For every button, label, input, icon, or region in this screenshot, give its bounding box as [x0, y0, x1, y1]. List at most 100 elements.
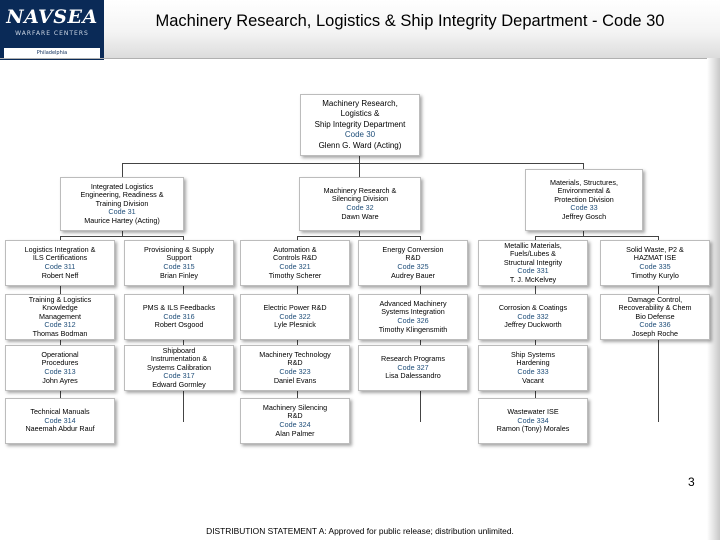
connector-line: [60, 236, 183, 237]
connector-line: [535, 236, 658, 237]
box-title-line: Logistics Integration &: [24, 244, 96, 254]
branch-box: Metallic Materials,Fuels/Lubes &Structur…: [478, 240, 588, 286]
logo-location: Philadelphia: [4, 48, 100, 58]
box-code: Code 326: [397, 316, 429, 325]
box-title-line: HAZMAT ISE: [633, 253, 677, 263]
box-title-line: Training Division: [95, 198, 149, 208]
page-title: Machinery Research, Logistics & Ship Int…: [155, 12, 665, 30]
box-code: Code 311: [44, 262, 76, 271]
box-title-line: Silencing Division: [331, 194, 389, 204]
box-title-line: Procedures: [41, 358, 79, 368]
box-code: Code 332: [517, 311, 549, 321]
connector-line: [297, 236, 420, 237]
box-title-line: Operational: [41, 349, 79, 359]
box-person: Timothy Kurylo: [631, 270, 679, 280]
box-title-line: Hardening: [516, 358, 550, 368]
box-title-line: R&D: [287, 358, 303, 368]
box-person: Glenn G. Ward (Acting): [318, 140, 402, 150]
box-title-line: Advanced Machinery: [379, 298, 447, 308]
box-title-line: Bio Defense: [635, 311, 675, 321]
box-code: Code 31: [108, 207, 136, 217]
box-title-line: Metallic Materials,: [504, 240, 562, 250]
connector-line: [359, 230, 360, 236]
box-title-line: Solid Waste, P2 &: [626, 244, 684, 254]
box-title-line: R&D: [405, 253, 421, 263]
box-person: Joseph Roche: [632, 328, 678, 338]
box-title-line: Management: [39, 311, 81, 321]
box-title-line: Energy Conversion: [382, 244, 444, 254]
box-person: Maurice Hartey (Acting): [84, 215, 160, 225]
box-title-line: Engineering, Readiness &: [80, 190, 164, 200]
navsea-logo: NAVSEA WARFARE CENTERS Philadelphia: [0, 0, 104, 60]
box-title-line: Research Programs: [381, 354, 445, 364]
box-code: Code 30: [344, 130, 376, 140]
box-title-line: Environmental &: [557, 186, 611, 196]
box-person: Dawn Ware: [341, 211, 379, 221]
box-title-line: Logistics &: [340, 109, 380, 119]
connector-line: [583, 230, 584, 236]
box-title-line: Machinery Research,: [322, 98, 398, 108]
box-code: Code 322: [279, 311, 311, 321]
box-person: Audrey Bauer: [391, 270, 435, 280]
division-box: Materials, Structures,Environmental &Pro…: [525, 169, 643, 231]
box-title-line: Electric Power R&D: [263, 303, 327, 313]
box-person: Vacant: [522, 375, 544, 385]
box-code: Code 33: [570, 203, 598, 213]
box-title-line: Machinery Research &: [323, 185, 397, 195]
header-bar: NAVSEA WARFARE CENTERS Philadelphia Mach…: [0, 0, 720, 60]
box-person: Ramon (Tony) Morales: [496, 424, 570, 434]
box-title-line: Provisioning & Supply: [144, 244, 214, 254]
box-person: Timothy Klingensmith: [378, 324, 448, 334]
box-code: Code 325: [397, 262, 429, 271]
box-code: Code 315: [163, 262, 195, 271]
box-title-line: Ship Systems: [511, 349, 555, 359]
box-title-line: Ship Integrity Department: [314, 119, 406, 129]
box-title-line: Knowledge: [42, 303, 78, 313]
box-code: Code 32: [346, 203, 374, 212]
box-person: T. J. McKelvey: [509, 274, 557, 284]
box-title-line: Structural Integrity: [503, 257, 563, 267]
box-title-line: Systems Calibration: [147, 362, 211, 372]
box-title-line: Recoverability & Chem: [618, 303, 692, 313]
box-title-line: Materials, Structures,: [550, 177, 618, 187]
box-title-line: Damage Control,: [627, 294, 683, 304]
distribution-statement: DISTRIBUTION STATEMENT A: Approved for p…: [182, 523, 538, 540]
slide-edge-shadow: [707, 58, 720, 540]
box-person: Jeffrey Duckworth: [504, 320, 562, 330]
box-code: Code 321: [279, 262, 311, 271]
box-person: Thomas Bodman: [32, 328, 88, 338]
box-title-line: Machinery Silencing: [262, 402, 328, 412]
box-title-line: Support: [166, 253, 192, 263]
box-code: Code 333: [517, 367, 549, 376]
box-title-line: Wastewater ISE: [507, 407, 559, 417]
box-person: Alan Palmer: [275, 428, 315, 438]
box-code: Code 314: [44, 415, 76, 425]
connector-line: [359, 155, 360, 164]
box-title-line: Technical Manuals: [30, 407, 90, 417]
box-person: Jeffrey Gosch: [561, 211, 607, 221]
box-title-line: PMS & ILS Feedbacks: [142, 303, 216, 313]
header-divider: [0, 58, 720, 59]
box-code: Code 317: [163, 371, 195, 381]
connector-line: [122, 163, 584, 164]
box-title-line: Fuels/Lubes &: [510, 249, 556, 259]
box-person: Naeemah Abdur Rauf: [25, 424, 95, 434]
box-code: Code 334: [517, 415, 549, 425]
box-code: Code 316: [163, 311, 195, 321]
box-title-line: ILS Certifications: [32, 253, 88, 263]
box-person: Timothy Scherer: [268, 270, 322, 280]
branch-box: Logistics Integration &ILS Certification…: [5, 240, 115, 286]
